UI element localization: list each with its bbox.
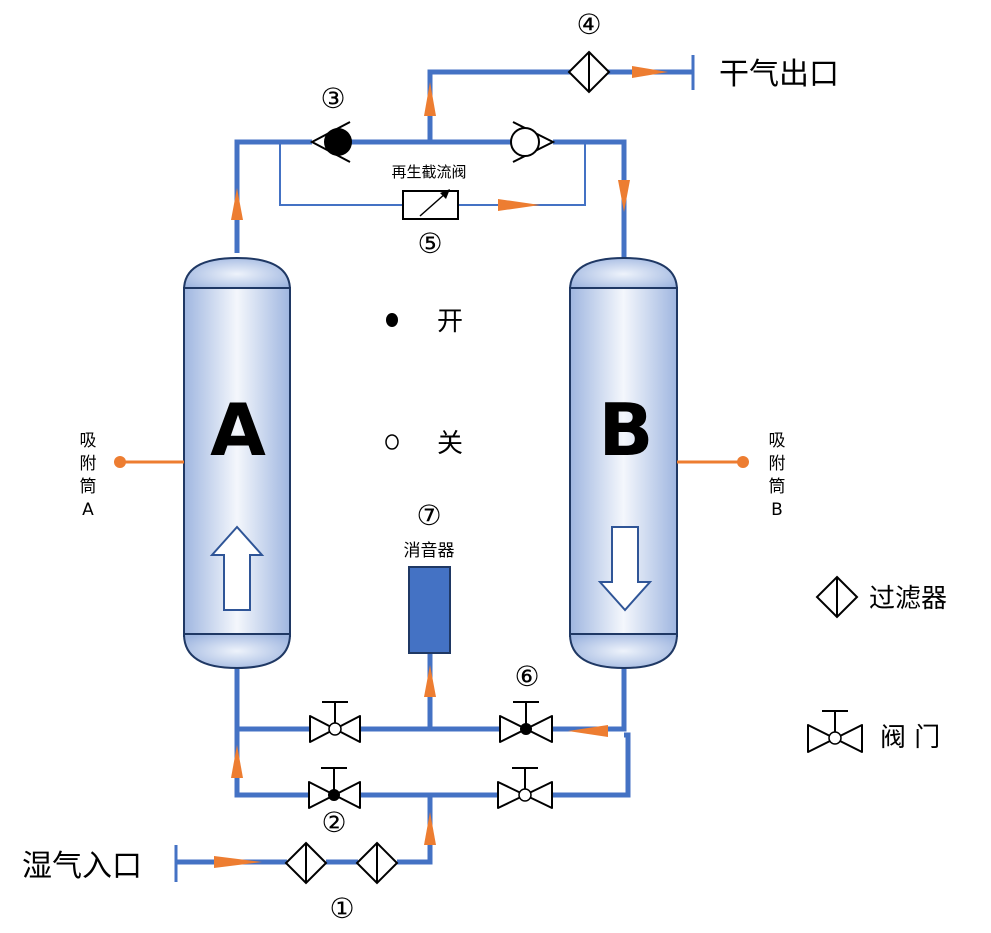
arrow-down-b-top [618, 180, 630, 212]
closed-dot-icon [385, 434, 399, 450]
arrow-right-outlet [632, 66, 668, 78]
arrow-down-icon [597, 526, 653, 612]
svg-text:筒: 筒 [80, 477, 97, 497]
dry-outlet-label: 干气出口 [719, 57, 839, 92]
muffler-label: 消音器 [404, 541, 455, 561]
valve-top-right [499, 701, 553, 743]
filter-outlet [567, 50, 611, 94]
legend-close-label: 关 [437, 429, 463, 459]
valve-bottom-right [497, 767, 553, 809]
legend-filter-label: 过滤器 [869, 584, 947, 614]
svg-text:吸: 吸 [769, 431, 786, 451]
marker-7: ⑦ [416, 499, 441, 532]
svg-text:A: A [82, 500, 94, 520]
muffler [408, 566, 451, 654]
filter-inlet-1 [284, 841, 328, 885]
vessel-b-side-label: 吸 附 筒 B [769, 431, 786, 520]
legend-open-label: 开 [437, 307, 463, 337]
valve-legend-icon [807, 710, 863, 753]
vessel-b: B [568, 256, 679, 670]
legend [385, 313, 863, 753]
arrow-right-bypass [498, 199, 540, 211]
arrow-up-outlet [424, 82, 436, 116]
marker-4: ④ [576, 8, 601, 41]
valve-top-left [309, 701, 361, 743]
open-dot-icon [386, 313, 398, 327]
arrow-left-bottom-b [568, 725, 608, 737]
wet-inlet-label: 湿气入口 [22, 849, 142, 884]
filter-inlet-2 [355, 841, 399, 885]
marker-1: ① [329, 892, 354, 925]
svg-text:附: 附 [80, 454, 97, 474]
marker-6: ⑥ [514, 660, 539, 693]
vessel-a-letter: A [210, 388, 266, 472]
arrow-up-icon [209, 525, 265, 611]
arrow-right-inlet [214, 856, 262, 868]
regen-throttle-valve [402, 189, 459, 220]
arrow-up-muffler [424, 665, 436, 697]
vessel-b-letter: B [599, 388, 654, 472]
arrow-up-inlet [424, 812, 436, 845]
filter-legend-icon [815, 575, 859, 619]
legend-valve-label: 阀 门 [880, 723, 940, 753]
marker-5: ⑤ [417, 227, 442, 260]
svg-text:筒: 筒 [769, 477, 786, 497]
marker-2: ② [321, 806, 346, 839]
arrow-up-a-top [231, 188, 243, 220]
check-valve-right [510, 121, 556, 163]
side-leaders [114, 456, 749, 468]
valve-bottom-left [308, 767, 361, 809]
arrow-up-a-bottom [231, 745, 243, 778]
svg-text:附: 附 [769, 454, 786, 474]
svg-text:B: B [771, 500, 783, 520]
check-valve-left [309, 121, 352, 163]
marker-3: ③ [320, 82, 345, 115]
vessel-a: A [182, 256, 292, 670]
flow-arrows [214, 66, 668, 868]
regen-valve-label: 再生截流阀 [391, 163, 466, 181]
vessel-a-side-label: 吸 附 筒 A [80, 431, 97, 520]
svg-text:吸: 吸 [80, 431, 97, 451]
